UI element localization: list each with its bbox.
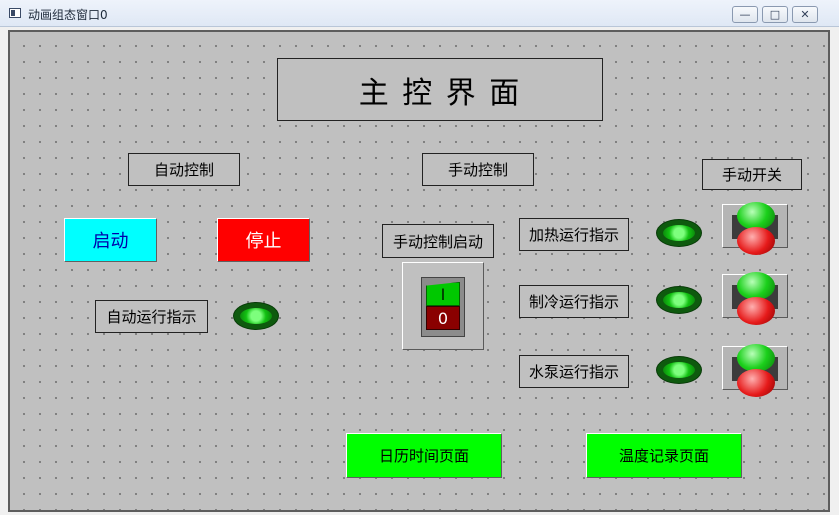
cooling-indicator-lamp <box>657 287 701 313</box>
manual-control-label: 手动控制 <box>422 153 534 186</box>
window-title: 动画组态窗口0 <box>28 8 108 22</box>
manual-switch-label: 手动开关 <box>702 159 802 190</box>
cooling-indicator-label: 制冷运行指示 <box>519 285 629 318</box>
window-icon <box>9 8 21 18</box>
cooling-switch[interactable] <box>722 272 788 325</box>
manual-start-toggle[interactable]: I 0 <box>402 262 484 350</box>
title-bar: 动画组态窗口0 — □ ✕ <box>0 0 839 27</box>
heating-indicator-lamp <box>657 220 701 246</box>
close-button[interactable]: ✕ <box>792 6 818 23</box>
start-button[interactable]: 启动 <box>64 218 157 262</box>
heating-switch[interactable] <box>722 202 788 255</box>
toggle-off-label: 0 <box>426 306 460 330</box>
main-title: 主 控 界 面 <box>277 58 603 121</box>
scada-canvas: 主 控 界 面 自动控制 手动控制 手动开关 启动 停止 自动运行指示 手动控制… <box>8 30 830 512</box>
manual-start-label: 手动控制启动 <box>382 224 494 258</box>
pump-switch[interactable] <box>722 344 788 397</box>
cooling-switch-green-icon <box>737 272 775 300</box>
minimize-button[interactable]: — <box>732 6 758 23</box>
auto-run-indicator-lamp <box>234 303 278 329</box>
pump-indicator-label: 水泵运行指示 <box>519 355 629 388</box>
stop-button[interactable]: 停止 <box>217 218 310 262</box>
maximize-button[interactable]: □ <box>762 6 788 23</box>
pump-switch-green-icon <box>737 344 775 372</box>
pump-switch-red-icon <box>737 369 775 397</box>
temperature-page-button[interactable]: 温度记录页面 <box>586 433 742 478</box>
calendar-page-button[interactable]: 日历时间页面 <box>346 433 502 478</box>
heating-indicator-label: 加热运行指示 <box>519 218 629 251</box>
cooling-switch-red-icon <box>737 297 775 325</box>
pump-indicator-lamp <box>657 357 701 383</box>
auto-control-label: 自动控制 <box>128 153 240 186</box>
toggle-on-label: I <box>426 282 460 306</box>
auto-run-indicator-label: 自动运行指示 <box>95 300 208 333</box>
heating-switch-red-icon <box>737 227 775 255</box>
heating-switch-green-icon <box>737 202 775 230</box>
